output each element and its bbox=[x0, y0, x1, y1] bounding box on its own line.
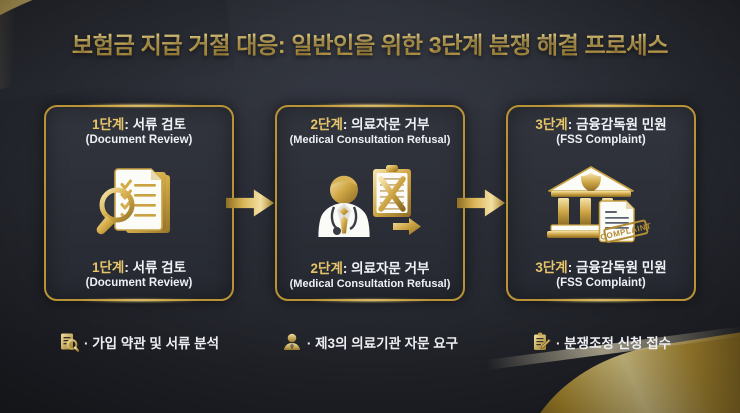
step-card-1-icon-slot bbox=[46, 148, 232, 260]
caption-1-text: · 가입 약관 및 서류 분석 bbox=[83, 336, 220, 351]
doctor-clipboard-reject-icon bbox=[318, 165, 421, 237]
caption-gap-2 bbox=[465, 322, 506, 362]
caption-2-text: · 제3의 의료기관 자문 요구 bbox=[306, 336, 459, 351]
step-1-footer-title: : 서류 검토 bbox=[124, 260, 187, 276]
step-card-3-header-en: (FSS Complaint) bbox=[556, 134, 646, 147]
captions-row: · 가입 약관 및 서류 분석 · 제3의 의료기관 자문 요구 bbox=[44, 322, 696, 362]
step-card-3-footer: 3단계: 금융감독원 민원 (FSS Complaint) bbox=[508, 260, 694, 299]
step-3-header-title: : 금융감독원 민원 bbox=[567, 117, 667, 132]
step-card-2-icon-slot bbox=[277, 147, 463, 260]
step-card-1-header-kr: 1단계: 서류 검토 bbox=[50, 117, 228, 133]
step-2-footer-number: 2단계 bbox=[310, 260, 343, 276]
document-magnifier-icon bbox=[96, 168, 170, 235]
page-title: 보험금 지급 거절 대응: 일반인을 위한 3단계 분쟁 해결 프로세스 bbox=[0, 26, 740, 60]
step-3-footer-title: : 금융감독원 민원 bbox=[567, 260, 667, 276]
step-3-footer-number: 3단계 bbox=[535, 260, 568, 276]
steps-row: 1단계: 서류 검토 (Document Review) bbox=[44, 105, 696, 301]
step-card-1-header: 1단계: 서류 검토 (Document Review) bbox=[46, 117, 232, 148]
clipboard-pen-icon bbox=[533, 332, 551, 350]
caption-item-2: · 제3의 의료기관 자문 요구 bbox=[275, 322, 465, 362]
step-card-2[interactable]: 2단계: 의료자문 거부 (Medical Consultation Refus… bbox=[275, 105, 465, 301]
step-card-2-header-kr: 2단계: 의료자문 거부 bbox=[281, 117, 459, 133]
step-card-1[interactable]: 1단계: 서류 검토 (Document Review) bbox=[44, 105, 234, 301]
step-card-1-header-en: (Document Review) bbox=[85, 134, 193, 147]
step-2-header-title: : 의료자문 거부 bbox=[342, 117, 430, 132]
step-3-number: 3단계 bbox=[535, 117, 568, 132]
arrow-slot-1 bbox=[226, 105, 275, 301]
step-card-3-footer-kr: 3단계: 금융감독원 민원 bbox=[512, 260, 690, 276]
step-card-2-header: 2단계: 의료자문 거부 (Medical Consultation Refus… bbox=[277, 117, 463, 147]
caption-item-1: · 가입 약관 및 서류 분석 bbox=[44, 322, 234, 362]
step-card-2-footer-en: (Medical Consultation Refusal) bbox=[289, 277, 451, 290]
caption-gap-1 bbox=[234, 322, 275, 362]
step-card-2-footer-kr: 2단계: 의료자문 거부 bbox=[281, 261, 459, 277]
arrow-step1-to-step2 bbox=[226, 189, 275, 217]
step-card-2-footer: 2단계: 의료자문 거부 (Medical Consultation Refus… bbox=[277, 261, 463, 299]
step-card-3-footer-en: (FSS Complaint) bbox=[556, 277, 646, 290]
step-card-1-footer-en: (Document Review) bbox=[85, 277, 193, 290]
step-1-number: 1단계 bbox=[91, 117, 125, 132]
step-card-3-icon-slot: COMPLAINT bbox=[508, 148, 694, 260]
document-search-icon bbox=[60, 333, 79, 352]
arrow-step2-to-step3 bbox=[457, 189, 506, 217]
government-building-complaint-icon: COMPLAINT bbox=[547, 166, 652, 243]
step-card-3-header: 3단계: 금융감독원 민원 (FSS Complaint) bbox=[508, 117, 694, 148]
step-2-footer-title: : 의료자문 거부 bbox=[342, 260, 430, 276]
caption-item-3: · 분쟁조정 신청 접수 bbox=[506, 322, 696, 362]
caption-3-text: · 분쟁조정 신청 접수 bbox=[555, 336, 672, 351]
step-card-3[interactable]: 3단계: 금융감독원 민원 (FSS Complaint) bbox=[506, 105, 696, 301]
arrow-slot-2 bbox=[457, 105, 506, 301]
step-1-footer-number: 1단계 bbox=[91, 260, 125, 276]
step-card-2-header-en: (Medical Consultation Refusal) bbox=[289, 134, 451, 147]
step-card-1-footer-kr: 1단계: 서류 검토 bbox=[50, 260, 228, 276]
step-card-3-header-kr: 3단계: 금융감독원 민원 bbox=[512, 117, 690, 133]
step-card-1-footer: 1단계: 서류 검토 (Document Review) bbox=[46, 260, 232, 299]
step-1-header-title: : 서류 검토 bbox=[124, 117, 187, 132]
step-2-number: 2단계 bbox=[310, 117, 343, 132]
person-consult-icon bbox=[283, 333, 300, 350]
